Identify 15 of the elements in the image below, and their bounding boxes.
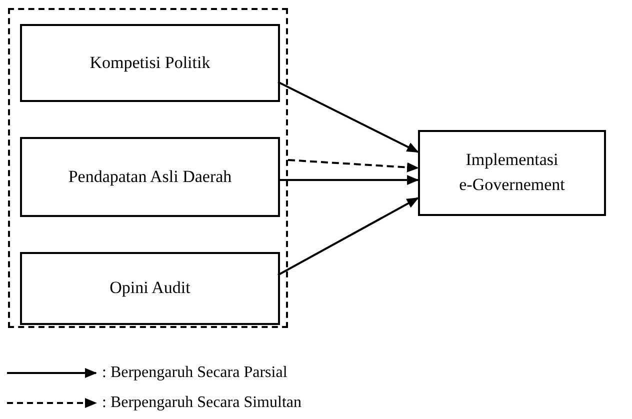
process-box (20, 137, 280, 217)
box-label: Opini Audit (108, 277, 192, 300)
box-label: Implementasi e-Governement (458, 149, 566, 196)
dashed-group-box (8, 8, 288, 328)
box-label: Kompetisi Politik (88, 52, 212, 74)
arrow (288, 159, 419, 172)
arrow (278, 81, 419, 153)
process-box (418, 130, 606, 216)
process-box (20, 252, 280, 325)
arrow (278, 197, 419, 276)
arrow (278, 175, 419, 185)
legend-text: : Berpengaruh Secara Simultan (102, 394, 302, 412)
process-box (20, 24, 280, 102)
legend-text: : Berpengaruh Secara Parsial (102, 364, 288, 382)
box-label: Pendapatan Asli Daerah (67, 166, 233, 188)
